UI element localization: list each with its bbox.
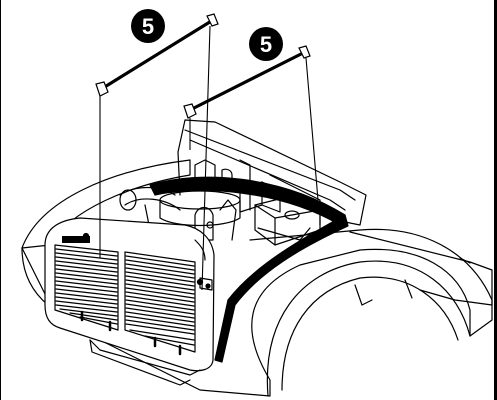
frame-left-border <box>0 0 1 400</box>
frame-right-border <box>494 0 497 400</box>
callout-badge-2: 5 <box>249 27 283 61</box>
floor-plane <box>349 231 493 306</box>
grille-fasteners <box>82 232 213 291</box>
callout-number-2: 5 <box>260 32 272 57</box>
callout-number-1: 5 <box>142 14 154 39</box>
strap-left <box>95 13 219 291</box>
strap-right <box>183 45 319 201</box>
grille-panel <box>44 217 215 386</box>
callout-badge-1: 5 <box>131 9 165 43</box>
radiator-shroud <box>177 119 367 226</box>
